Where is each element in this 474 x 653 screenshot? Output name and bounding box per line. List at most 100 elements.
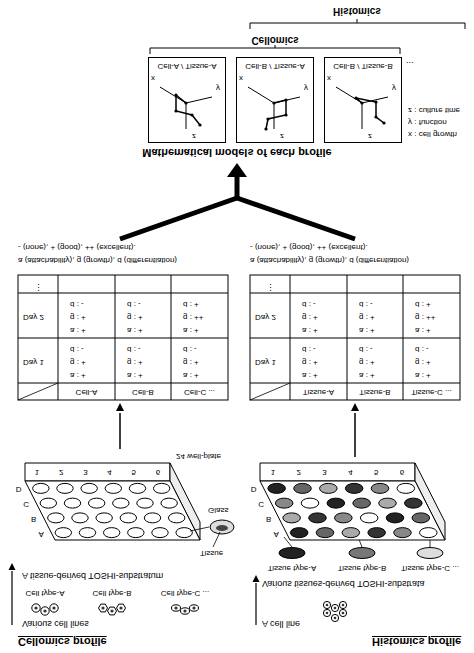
table-cell: a : + [183, 326, 199, 335]
table-cell: g : + [70, 313, 86, 322]
well [64, 498, 80, 508]
glass-slide [210, 520, 234, 534]
tissue-substrate-icon [417, 548, 443, 559]
plot-title: Cell-B / Tissue-A [245, 62, 305, 71]
cell-nucleus [326, 612, 329, 615]
row-letter: C [258, 500, 264, 509]
profile-point [284, 98, 287, 101]
table-header: Tissue-C ... [411, 388, 452, 397]
well [72, 513, 88, 523]
table-cell: g : + [302, 313, 318, 322]
table-header: Cell-B [132, 388, 154, 397]
table-cell: d : - [415, 345, 429, 354]
merge-arrow [235, 175, 240, 198]
well [137, 498, 153, 508]
well [79, 528, 95, 538]
well [176, 528, 192, 538]
row-letter: A [274, 529, 279, 538]
table-cell: g : + [183, 358, 199, 367]
well [33, 483, 49, 493]
cell-nucleus [101, 606, 104, 609]
table-rule [347, 275, 348, 400]
table-cell: d : - [70, 300, 84, 309]
well [368, 528, 386, 538]
well [360, 513, 378, 523]
cell-icon [331, 604, 338, 611]
profile-curve [176, 95, 200, 125]
well [48, 513, 64, 523]
profile-curve [356, 98, 384, 123]
step-note: A tissue-derived TOSHI-substratum [22, 571, 163, 581]
plate-top [260, 481, 445, 540]
table-cell: a : + [302, 326, 318, 335]
well [161, 498, 177, 508]
well [275, 498, 293, 508]
well [57, 483, 73, 493]
well [88, 498, 104, 508]
table-rule [18, 383, 228, 384]
well [120, 513, 136, 523]
table-cell: a : + [415, 371, 431, 380]
key-note: - (none), + (good), ++ (excellent). [18, 243, 136, 252]
cell-icon [339, 609, 346, 616]
column-number: 2 [297, 468, 301, 477]
table-cell: d : - [302, 300, 316, 309]
stage-title: Mathematical models of each profile [142, 146, 332, 159]
cell-icon [323, 601, 330, 608]
well [371, 483, 389, 493]
table-rule [250, 338, 460, 339]
table-row-header: Day 1 [255, 358, 276, 367]
well [128, 528, 144, 538]
cell-nucleus [52, 606, 55, 609]
table-rule [290, 275, 291, 400]
table-row-header: Day 2 [23, 313, 44, 322]
table-rule [250, 293, 460, 294]
cell-icon [190, 605, 199, 611]
profile-point [264, 127, 267, 130]
axis-label: x [151, 74, 155, 83]
well [309, 513, 327, 523]
table-frame [18, 275, 228, 400]
profile-point [184, 101, 187, 104]
column-number: 6 [400, 468, 404, 477]
well [353, 498, 371, 508]
axis-label: y [392, 84, 396, 93]
plot-title: Cell-A / Tissue-A [157, 62, 216, 71]
table-cell: d : + [415, 300, 431, 309]
profile-curve [266, 100, 286, 129]
table-cell: g : + [70, 358, 86, 367]
cell-icon [50, 604, 58, 612]
table-cell: g : + [359, 313, 375, 322]
well [397, 483, 415, 493]
arrow-head [253, 575, 260, 582]
well [379, 498, 397, 508]
group-bracket [150, 48, 400, 54]
column-number: 5 [132, 468, 136, 477]
cell-nucleus [334, 617, 337, 620]
plot-box: Cell-B / Tissue-B [324, 57, 402, 143]
group-title: Cellomics [251, 35, 298, 47]
flow-arrow [119, 413, 121, 449]
well [96, 513, 112, 523]
well [144, 513, 160, 523]
axis-label: z [192, 132, 196, 141]
table-cell: g : + [127, 358, 143, 367]
well [394, 528, 412, 538]
table-cell: d : + [183, 300, 199, 309]
well [168, 513, 184, 523]
row-letter: D [16, 485, 22, 494]
well [294, 483, 312, 493]
well [103, 528, 119, 538]
table-header: Tissue-B [359, 388, 390, 397]
table-header: Cell-A [76, 388, 98, 397]
row-letter: A [39, 529, 44, 538]
tissue-label: Tissue type-A [268, 564, 317, 573]
arrow-head [351, 403, 359, 411]
column-number: 3 [322, 468, 326, 477]
cell-nucleus [34, 606, 37, 609]
well [268, 483, 286, 493]
cell-nucleus [342, 612, 345, 615]
cell-nucleus [183, 609, 186, 612]
key-note: a (attachability), g (growth), d (differ… [250, 256, 409, 265]
table-cell: a : + [359, 371, 375, 380]
